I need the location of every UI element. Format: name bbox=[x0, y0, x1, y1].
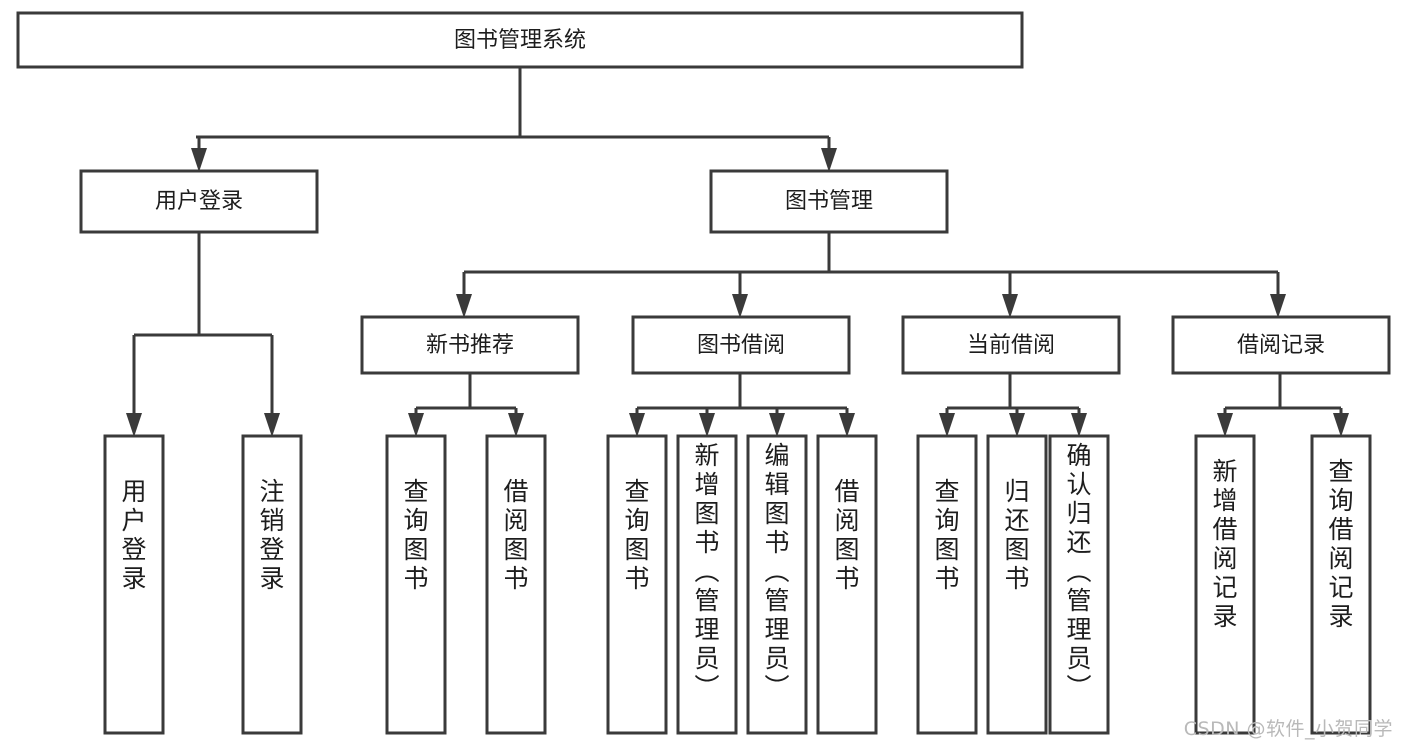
arrow-head-icon bbox=[456, 294, 472, 318]
node-leaf-add-book[interactable]: 新增图书︵管理员︶ bbox=[676, 434, 738, 735]
node-current-borrow[interactable]: 当前借阅 bbox=[901, 315, 1121, 375]
arrow-head-icon bbox=[1071, 413, 1087, 437]
node-leaf-edit-book[interactable]: 编辑图书︵管理员︶ bbox=[746, 434, 808, 735]
node-user-login-label: 用户登录 bbox=[155, 189, 243, 214]
node-root-label: 图书管理系统 bbox=[454, 28, 586, 53]
arrow-head-icon bbox=[839, 413, 855, 437]
arrow-head-icon bbox=[769, 413, 785, 437]
node-borrow-record-box[interactable] bbox=[1171, 315, 1391, 375]
node-leaf-edit-book-box[interactable] bbox=[746, 434, 808, 735]
node-leaf-edit-book-label: 编辑图书︵管理员︶ bbox=[764, 441, 789, 702]
node-leaf-add-book-box[interactable] bbox=[676, 434, 738, 735]
node-root[interactable]: 图书管理系统 bbox=[16, 11, 1024, 69]
node-leaf-query-book-3-label: 查询图书 bbox=[934, 477, 959, 593]
node-leaf-logout[interactable]: 注销登录 bbox=[241, 434, 303, 735]
node-borrow-record-label: 借阅记录 bbox=[1237, 333, 1325, 358]
node-current-borrow-box[interactable] bbox=[901, 315, 1121, 375]
connector-layer bbox=[126, 67, 1349, 437]
node-leaf-confirm-return-box[interactable] bbox=[1048, 434, 1110, 735]
arrow-head-icon bbox=[821, 148, 837, 172]
node-leaf-add-record-box[interactable] bbox=[1194, 434, 1256, 735]
arrow-head-icon bbox=[629, 413, 645, 437]
node-leaf-user-login-box[interactable] bbox=[103, 434, 165, 735]
node-book-borrow-label: 图书借阅 bbox=[697, 333, 785, 358]
node-leaf-query-book-3[interactable]: 查询图书 bbox=[916, 434, 978, 735]
node-new-book-recommend[interactable]: 新书推荐 bbox=[360, 315, 580, 375]
node-current-borrow-label: 当前借阅 bbox=[967, 333, 1055, 358]
arrow-head-icon bbox=[1009, 413, 1025, 437]
arrow-head-icon bbox=[264, 413, 280, 437]
node-leaf-borrow-book-1-label: 借阅图书 bbox=[503, 477, 528, 593]
node-leaf-add-book-label: 新增图书︵管理员︶ bbox=[694, 441, 719, 702]
node-leaf-borrow-book-2[interactable]: 借阅图书 bbox=[816, 434, 878, 735]
arrow-head-icon bbox=[1002, 294, 1018, 318]
node-leaf-return-book[interactable]: 归还图书 bbox=[986, 434, 1048, 735]
arrow-head-icon bbox=[1333, 413, 1349, 437]
node-root-box[interactable] bbox=[16, 11, 1024, 69]
arrow-head-icon bbox=[699, 413, 715, 437]
node-user-login[interactable]: 用户登录 bbox=[79, 169, 319, 234]
node-leaf-query-book-1[interactable]: 查询图书 bbox=[385, 434, 447, 735]
arrow-head-icon bbox=[508, 413, 524, 437]
node-leaf-query-book-2-box[interactable] bbox=[606, 434, 668, 735]
leaf-node-group: 用户登录 注销登录 查询图书 借阅图书 查询图书 新增图书︵管理员︶ bbox=[103, 434, 1372, 735]
node-book-management-box[interactable] bbox=[709, 169, 949, 234]
node-leaf-confirm-return[interactable]: 确认归还︵管理员︶ bbox=[1048, 434, 1110, 735]
node-leaf-user-login-label: 用户登录 bbox=[121, 477, 146, 593]
node-leaf-return-book-box[interactable] bbox=[986, 434, 1048, 735]
node-book-management-label: 图书管理 bbox=[785, 189, 873, 214]
node-leaf-borrow-book-1-box[interactable] bbox=[485, 434, 547, 735]
node-new-book-recommend-label: 新书推荐 bbox=[426, 333, 514, 358]
node-book-borrow[interactable]: 图书借阅 bbox=[631, 315, 851, 375]
node-leaf-logout-label: 注销登录 bbox=[259, 477, 284, 593]
node-leaf-query-record-label: 查询借阅记录 bbox=[1328, 457, 1353, 631]
node-leaf-query-record-box[interactable] bbox=[1310, 434, 1372, 735]
node-leaf-query-book-3-box[interactable] bbox=[916, 434, 978, 735]
node-leaf-query-book-1-box[interactable] bbox=[385, 434, 447, 735]
arrow-head-icon bbox=[939, 413, 955, 437]
node-leaf-user-login[interactable]: 用户登录 bbox=[103, 434, 165, 735]
node-borrow-record[interactable]: 借阅记录 bbox=[1171, 315, 1391, 375]
node-leaf-confirm-return-label: 确认归还︵管理员︶ bbox=[1066, 441, 1091, 702]
node-leaf-query-book-2[interactable]: 查询图书 bbox=[606, 434, 668, 735]
node-leaf-query-book-2-label: 查询图书 bbox=[624, 477, 649, 593]
node-book-borrow-box[interactable] bbox=[631, 315, 851, 375]
node-leaf-add-record[interactable]: 新增借阅记录 bbox=[1194, 434, 1256, 735]
node-leaf-borrow-book-1[interactable]: 借阅图书 bbox=[485, 434, 547, 735]
node-leaf-query-record[interactable]: 查询借阅记录 bbox=[1310, 434, 1372, 735]
node-leaf-borrow-book-2-label: 借阅图书 bbox=[834, 477, 859, 593]
node-user-login-box[interactable] bbox=[79, 169, 319, 234]
node-leaf-return-book-label: 归还图书 bbox=[1004, 477, 1029, 593]
arrow-head-icon bbox=[408, 413, 424, 437]
node-new-book-recommend-box[interactable] bbox=[360, 315, 580, 375]
node-leaf-borrow-book-2-box[interactable] bbox=[816, 434, 878, 735]
arrow-head-icon bbox=[732, 294, 748, 318]
node-book-management[interactable]: 图书管理 bbox=[709, 169, 949, 234]
arrow-head-icon bbox=[126, 413, 142, 437]
node-leaf-query-book-1-label: 查询图书 bbox=[403, 477, 428, 593]
node-leaf-add-record-label: 新增借阅记录 bbox=[1212, 457, 1237, 631]
arrow-head-icon bbox=[191, 148, 207, 172]
arrow-head-icon bbox=[1217, 413, 1233, 437]
node-leaf-logout-box[interactable] bbox=[241, 434, 303, 735]
arrow-head-icon bbox=[1270, 294, 1286, 318]
